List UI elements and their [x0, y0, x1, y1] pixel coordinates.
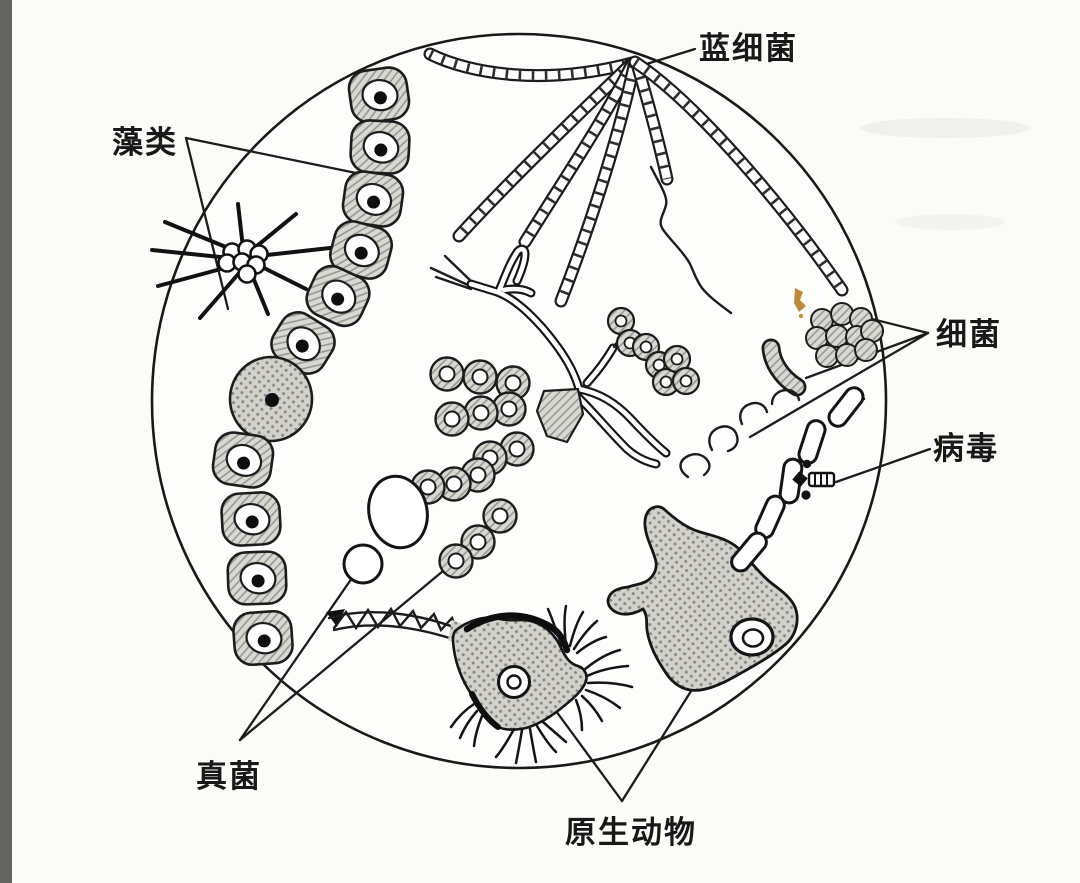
- label-protozoa: 原生动物: [565, 815, 697, 850]
- algae-cell: [348, 118, 412, 176]
- algae-cell-shaded: [228, 355, 314, 443]
- hypha-needle: [443, 254, 475, 285]
- amoeba: [606, 505, 799, 692]
- leader-protozoa-ciliate: [543, 694, 624, 803]
- leader-algae-chain: [184, 136, 358, 175]
- ink-bleed-smudge: [895, 214, 1005, 230]
- leader-algae-star: [184, 136, 230, 311]
- scan-edge-shadow: [0, 0, 12, 883]
- bacteriophage-virus: [792, 459, 836, 500]
- hypha-tubes: [466, 244, 671, 469]
- yeast-cells: [342, 474, 429, 585]
- algae-cell: [219, 490, 283, 548]
- algae-cell: [225, 549, 289, 607]
- label-fungi: 真菌: [196, 759, 262, 794]
- stain-speck: [794, 288, 806, 319]
- vibrio-bacterium: [761, 338, 807, 397]
- hypha-needle: [429, 266, 472, 288]
- ink-bleed-smudge: [860, 118, 1030, 138]
- algae-cell-chain: [209, 63, 413, 668]
- algae-star: [150, 202, 332, 320]
- algae-cell: [345, 63, 413, 127]
- label-algae: 藻类: [112, 125, 178, 160]
- leader-fungi-mold: [238, 559, 457, 742]
- cyanobacteria-filaments: [430, 54, 842, 315]
- label-bacteria: 细菌: [936, 317, 1002, 352]
- spiral-filament-band: [326, 606, 461, 643]
- algae-cell: [230, 608, 296, 668]
- ciliate-pellicle-arc: [463, 612, 571, 654]
- leader-virus: [834, 447, 932, 484]
- ciliate-dark-edge: [469, 691, 501, 730]
- diagram-labels: 蓝细菌 藻类 细菌 病毒 真菌 原生动物: [112, 31, 1002, 850]
- ciliate-nucleolus: [506, 674, 522, 690]
- thin-bacterial-filament: [649, 165, 733, 315]
- leader-fungi-yeast: [238, 576, 354, 742]
- hypha-shaded-wedge: [535, 387, 585, 444]
- algae-cell: [209, 428, 277, 492]
- ciliate-protozoan: [448, 604, 634, 765]
- label-virus: 病毒: [933, 431, 999, 466]
- hypha-needle: [434, 275, 473, 291]
- leader-cyanobacteria: [638, 47, 697, 68]
- algae-cell: [339, 167, 407, 231]
- amoeba-nucleolus: [741, 628, 765, 648]
- mold-hyphae: [410, 244, 701, 579]
- cilia-tufts: [449, 604, 634, 765]
- label-cyanobacteria: 蓝细菌: [699, 31, 798, 66]
- leader-bacteria-spirillum: [748, 331, 930, 439]
- phage-head: [792, 471, 808, 487]
